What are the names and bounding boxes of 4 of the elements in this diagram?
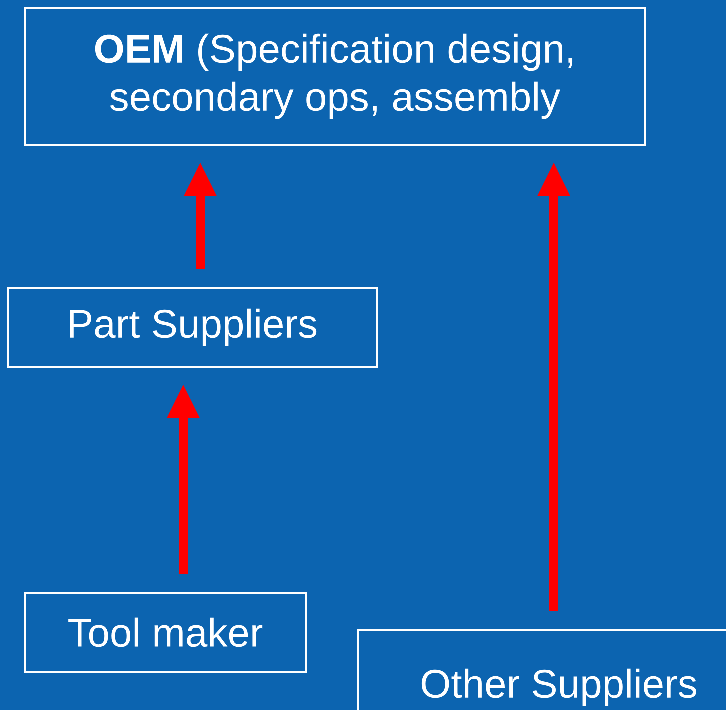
text-box: Part Suppliers — [7, 287, 378, 368]
text-box: OEM (Specification design, secondary ops, assembly — [24, 7, 646, 146]
text-box: Tool maker — [24, 592, 307, 673]
text-box: Other Suppliers — [357, 629, 726, 710]
